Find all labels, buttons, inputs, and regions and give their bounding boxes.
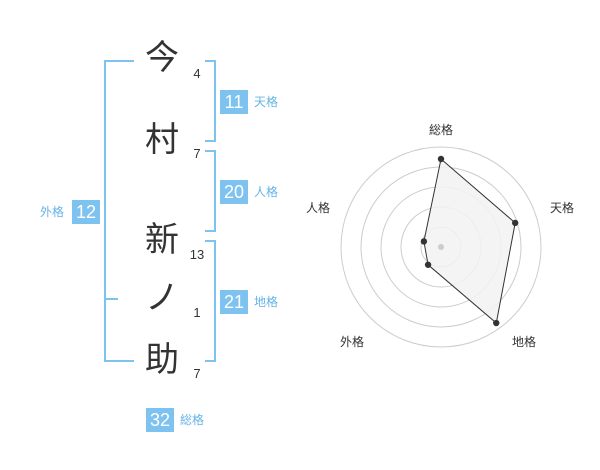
radar-point-gaikaku [424, 261, 432, 268]
tenkaku-value: 11 [220, 90, 248, 114]
name-char-4: ノ [145, 278, 179, 318]
radar-area [423, 158, 516, 324]
tenkaku-label: 天格 [254, 95, 279, 109]
name-char-3: 新 [145, 220, 179, 260]
gaikaku-label: 外格 [40, 205, 65, 219]
gaikaku-bracket [104, 60, 134, 362]
jinkaku-value: 20 [220, 180, 248, 204]
name-char-1: 今 [145, 38, 179, 78]
radar-point-jinkaku [420, 238, 428, 245]
stroke-count-1: 4 [193, 66, 201, 81]
radar-center-dot [438, 244, 444, 250]
chikaku-bracket [205, 240, 216, 362]
gaikaku-value: 12 [72, 200, 100, 224]
name-char-2: 村 [145, 120, 179, 160]
radar-grid-ring [340, 146, 542, 348]
radar-point-chikaku [493, 319, 500, 327]
chikaku-label: 地格 [254, 295, 279, 309]
radar-point-tenkaku [511, 219, 519, 227]
soukaku-value: 32 [146, 408, 174, 432]
soukaku-label: 総格 [180, 413, 205, 427]
jinkaku-label: 人格 [254, 185, 279, 199]
tenkaku-bracket [205, 60, 216, 142]
radar-point-soukaku [437, 155, 445, 163]
chikaku-value: 21 [220, 290, 248, 314]
jinkaku-bracket [205, 150, 216, 232]
name-char-5: 助 [145, 340, 179, 380]
stroke-count-5: 7 [193, 366, 201, 381]
stroke-count-3: 13 [189, 247, 205, 262]
radar-label-tenkaku: 天格 [550, 200, 574, 215]
stroke-count-4: 1 [193, 305, 201, 320]
stroke-count-2: 7 [193, 146, 201, 161]
radar-label-jinkaku: 人格 [306, 200, 330, 215]
radar-points [420, 155, 519, 327]
radar-label-soukaku: 総格 [429, 122, 453, 137]
gaikaku-bracket-tick [104, 298, 118, 300]
radar-label-chikaku: 地格 [512, 334, 536, 349]
radar-label-gaikaku: 外格 [340, 334, 364, 349]
